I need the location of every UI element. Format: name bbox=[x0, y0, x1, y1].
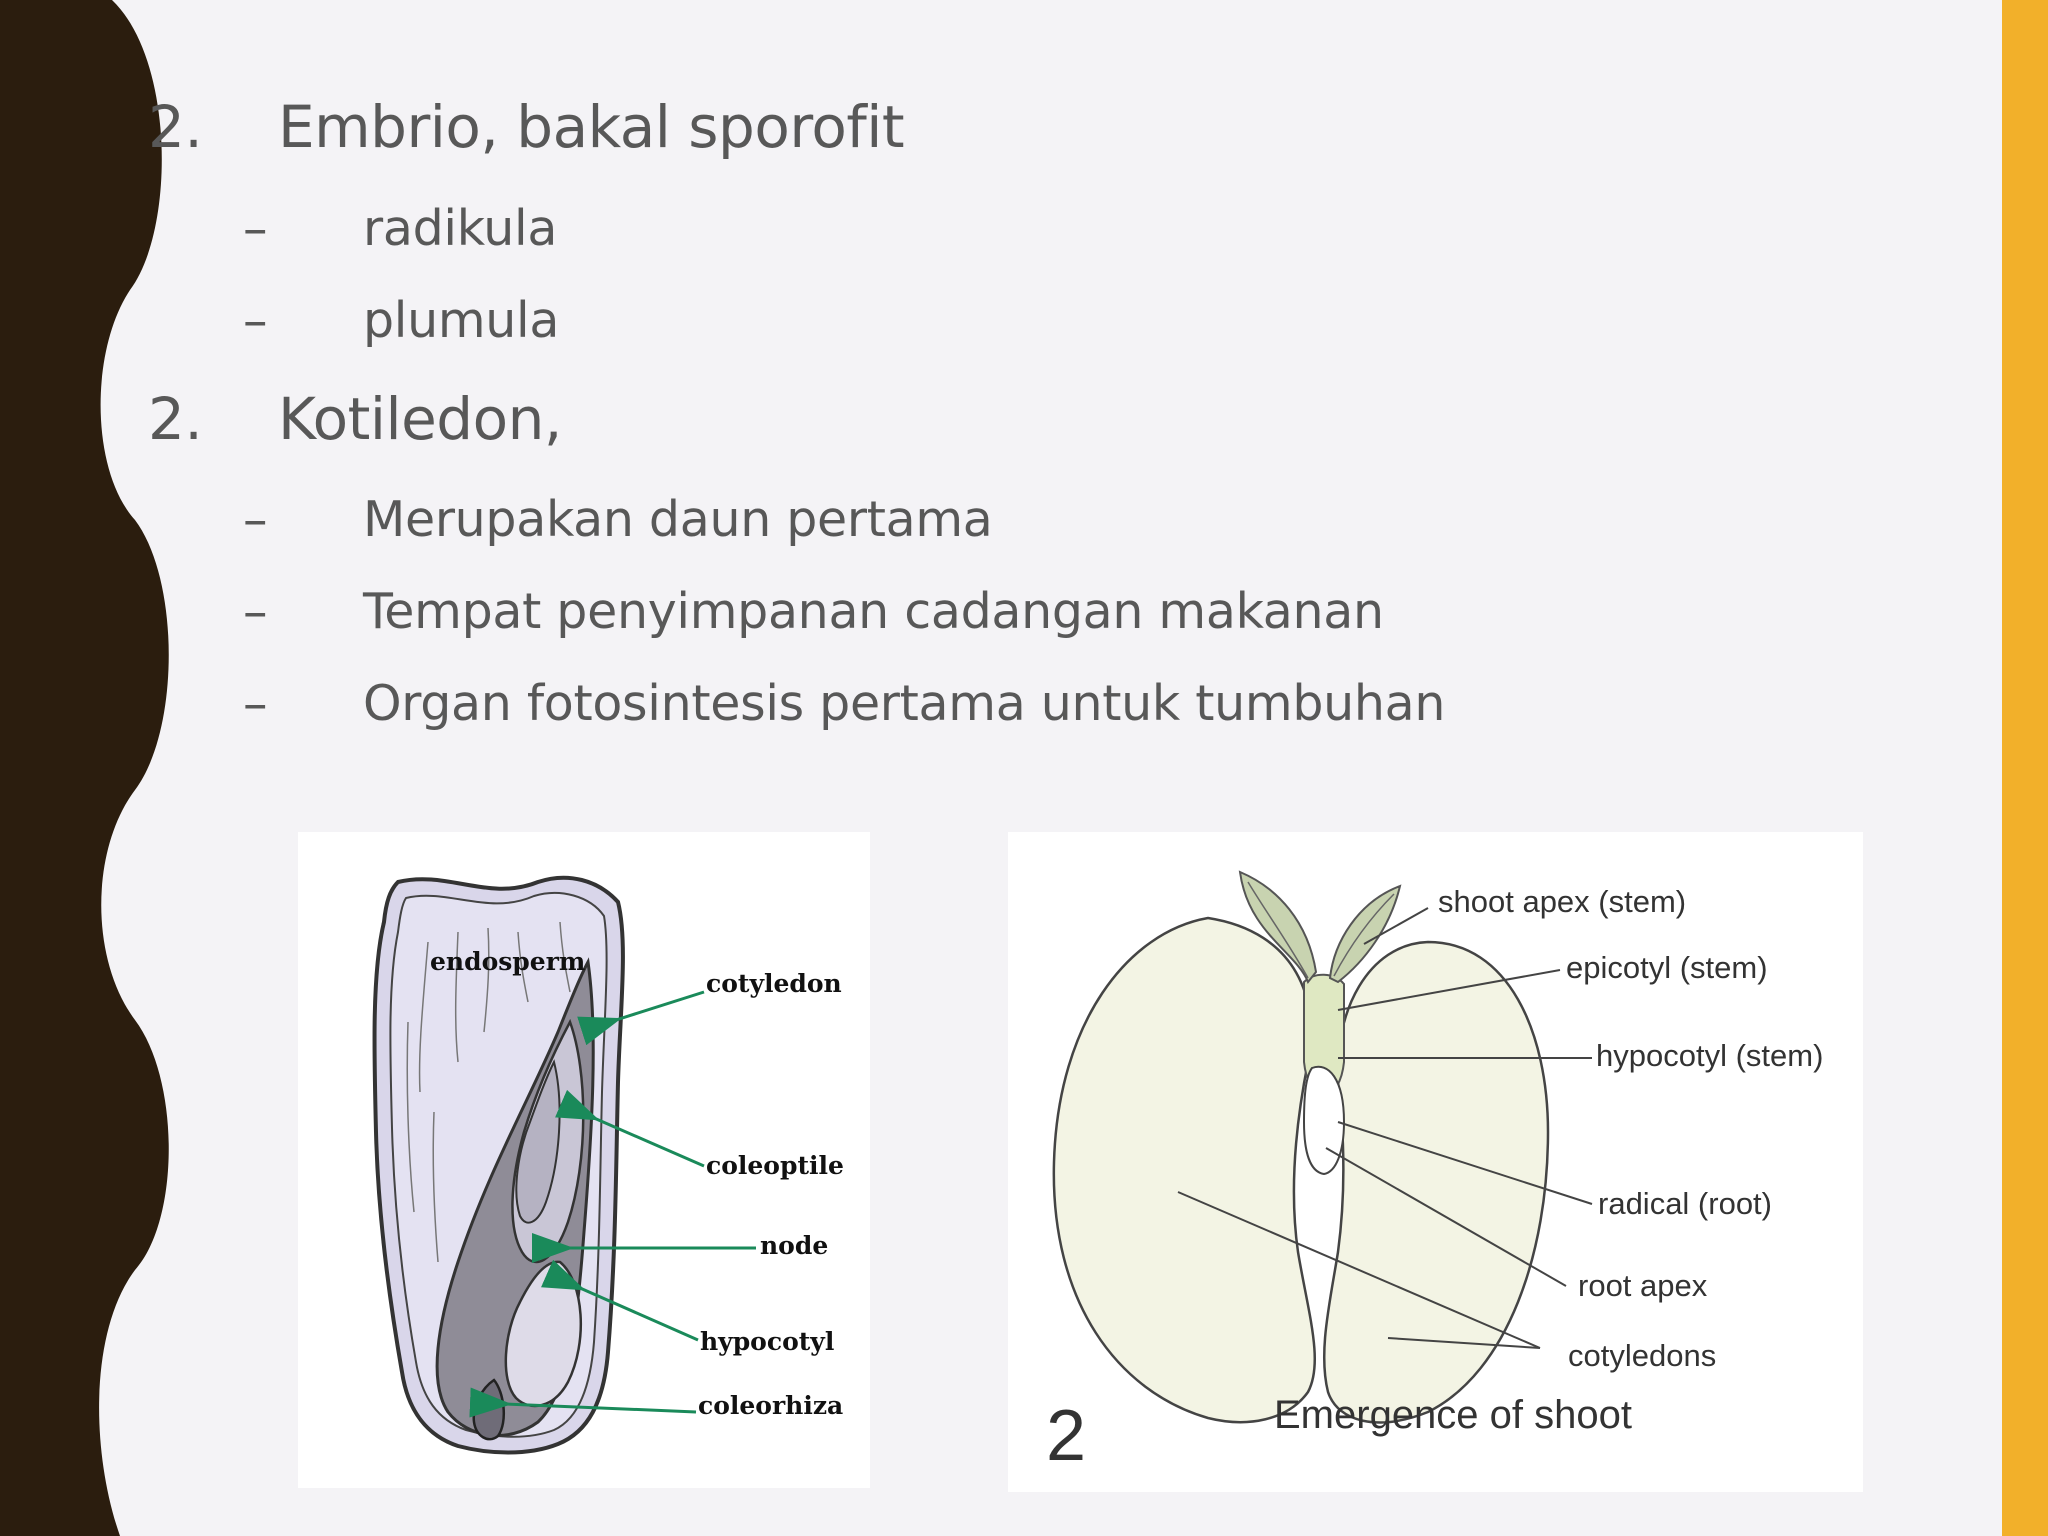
bullet-text: Tempat penyimpanan cadangan makanan bbox=[363, 583, 1384, 640]
section-number: 2. bbox=[148, 385, 203, 453]
leader-cotyledons-a bbox=[1177, 1191, 1541, 1349]
label-cotyledons: cotyledons bbox=[1568, 1338, 1716, 1373]
right-accent-bar bbox=[2002, 0, 2048, 1536]
monocot-seed-figure: endosperm cotyledon coleoptile node hypo… bbox=[298, 832, 870, 1488]
label-root-apex: root apex bbox=[1578, 1268, 1708, 1303]
leader-epicotyl bbox=[1337, 969, 1561, 1011]
figure-caption: Emergence of shoot bbox=[1274, 1393, 1632, 1437]
label-radical: radical (root) bbox=[1598, 1186, 1772, 1221]
cotyledon-left bbox=[1052, 916, 1317, 1424]
label-hypocotyl: hypocotyl bbox=[700, 1327, 834, 1356]
section-number: 2. bbox=[148, 93, 203, 161]
section-title: Kotiledon, bbox=[278, 385, 562, 453]
label-cotyledon: cotyledon bbox=[706, 969, 842, 998]
label-coleorhiza: coleorhiza bbox=[698, 1391, 843, 1420]
label-hypocotyl: hypocotyl (stem) bbox=[1596, 1038, 1823, 1073]
bullet-text: Merupakan daun pertama bbox=[363, 491, 993, 548]
label-epicotyl: epicotyl (stem) bbox=[1566, 950, 1768, 985]
bullet-marker: – bbox=[243, 200, 268, 257]
cotyledon-right bbox=[1322, 940, 1550, 1424]
arrow-coleorhiza bbox=[469, 1387, 697, 1418]
label-shoot-apex: shoot apex (stem) bbox=[1438, 884, 1686, 919]
dicot-seed-figure: shoot apex (stem) epicotyl (stem) hypoco… bbox=[1008, 832, 1863, 1492]
bullet-marker: – bbox=[243, 292, 268, 349]
dicot-seed-diagram: shoot apex (stem) epicotyl (stem) hypoco… bbox=[1046, 870, 1823, 1476]
arrow-coleoptile bbox=[555, 1089, 705, 1168]
section-title: Embrio, bakal sporofit bbox=[278, 93, 905, 161]
bullet-marker: – bbox=[243, 583, 268, 640]
label-endosperm: endosperm bbox=[430, 947, 585, 976]
bullet-text: Organ fotosintesis pertama untuk tumbuha… bbox=[363, 675, 1446, 732]
leader-cotyledons-b bbox=[1387, 1337, 1541, 1349]
left-wavy-band bbox=[0, 0, 169, 1536]
bullet-text: radikula bbox=[363, 200, 558, 257]
leader-radical bbox=[1337, 1121, 1593, 1205]
arrow-hypocotyl bbox=[541, 1259, 699, 1342]
arrow-cotyledon bbox=[577, 990, 705, 1046]
leader-root-apex bbox=[1325, 1147, 1567, 1287]
bullet-marker: – bbox=[243, 491, 268, 548]
figure-number: 2 bbox=[1046, 1396, 1086, 1476]
label-coleoptile: coleoptile bbox=[706, 1151, 844, 1180]
bullet-text: plumula bbox=[363, 292, 560, 349]
label-node: node bbox=[760, 1231, 828, 1260]
monocot-seed-diagram: endosperm cotyledon coleoptile node hypo… bbox=[372, 875, 844, 1455]
leader-shoot-apex bbox=[1363, 907, 1429, 945]
bullet-marker: – bbox=[243, 675, 268, 732]
